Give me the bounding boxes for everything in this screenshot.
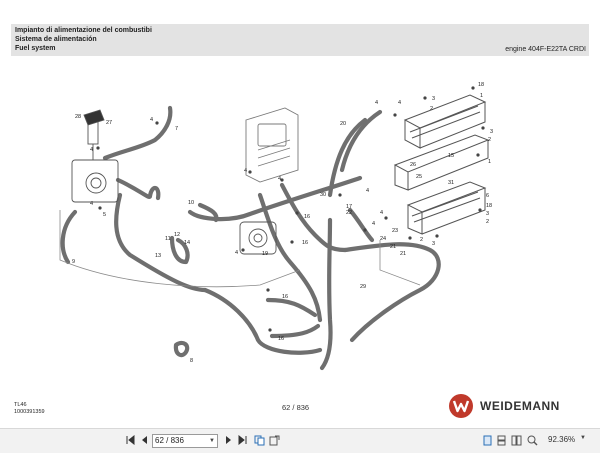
callout-1a: 1 [480,93,483,99]
callout-23: 23 [392,228,398,234]
pdf-page: Impianto di alimentazione del combustibi… [11,24,589,419]
callout-4k: 4 [380,210,383,216]
callout-25: 25 [416,174,422,180]
callout-16c: 16 [282,294,288,300]
callout-2a: 2 [430,106,433,112]
title-english: Fuel system [15,45,56,52]
callout-15: 15 [448,153,454,159]
callout-11: 11 [165,236,171,242]
weidemann-logo-icon [449,394,473,418]
first-page-icon[interactable] [124,434,136,447]
callout-4b: 4 [90,147,93,153]
engine-outline [59,210,421,288]
fuel-hoses [60,105,441,371]
callout-14: 14 [184,240,190,246]
callout-7: 7 [175,126,178,132]
callout-4d: 4 [235,250,238,256]
callout-4g: 4 [375,100,378,106]
page-number: 62 / 836 [282,403,310,412]
single-page-view-icon[interactable] [482,435,492,447]
callout-2b: 2 [488,137,491,143]
callout-31: 31 [448,180,454,186]
copy-page-icon[interactable] [253,435,265,447]
zoom-level[interactable]: 92.36% [548,435,576,444]
callout-20: 20 [340,121,346,127]
two-page-view-icon[interactable] [510,435,522,447]
callout-6: 6 [486,193,489,199]
callout-4a: 4 [150,117,153,123]
callout-1b: 1 [488,159,491,165]
callout-4f: 4 [278,176,281,182]
header-box [11,24,589,56]
callout-26: 26 [410,162,416,168]
engine-model: engine 404F-E22TA CRDI [505,46,586,53]
last-page-icon[interactable] [237,434,249,447]
page-number-input[interactable]: 62 / 836 ▼ [152,434,218,448]
callout-16a: 16 [304,214,310,220]
cooler-bracket [393,134,490,191]
callout-4e: 4 [244,168,247,174]
callout-30: 30 [320,192,326,198]
callout-2c: 2 [486,219,489,225]
callout-17: 17 [346,204,352,210]
next-page-icon[interactable] [224,435,234,447]
zoom-chevron-down-icon[interactable]: ▼ [580,435,586,441]
pdf-toolbar: 62 / 836 ▼ 92.36% ▼ [0,428,600,453]
doc-code-1: TL46 [14,402,27,408]
continuous-view-icon[interactable] [496,435,506,447]
zoom-in-icon[interactable] [526,435,538,447]
title-spanish: Sistema de alimentación [15,36,97,43]
ecu-bracket [245,107,299,183]
callout-4c: 4 [90,201,93,207]
callout-13: 13 [155,253,161,259]
callout-19: 19 [262,251,268,257]
callout-16b: 16 [302,240,308,246]
fuel-cooler-lower [406,181,487,235]
clamps [96,86,485,332]
callout-labels: 28 27 7 4 4 4 5 9 10 11 12 13 14 4 19 4 … [72,82,493,364]
fuel-filter [71,109,119,203]
weidemann-brand: WEIDEMANN [448,393,560,419]
callout-21b: 21 [400,251,406,257]
fuel-system-diagram: 28 27 7 4 4 4 5 9 10 11 12 13 14 4 19 4 … [59,82,493,371]
previous-page-icon[interactable] [139,435,149,447]
pump-assembly [239,221,277,255]
callout-8: 8 [190,358,193,364]
brand-name: WEIDEMANN [480,399,560,413]
callout-5: 5 [103,212,106,218]
callout-22: 22 [346,210,352,216]
export-page-icon[interactable] [268,435,280,447]
fuel-cooler-upper [403,94,487,149]
chevron-down-icon: ▼ [209,438,215,444]
callout-18: 18 [478,82,484,88]
callout-3c: 3 [486,211,489,217]
callout-10: 10 [188,200,194,206]
callout-16d: 16 [278,336,284,342]
callout-4i: 4 [366,188,369,194]
callout-27: 27 [106,120,112,126]
callout-2d: 2 [420,237,423,243]
callout-24: 24 [380,236,386,242]
callout-18b: 18 [486,203,492,209]
doc-code-2: 1000391359 [14,409,45,415]
title-italian: Impianto di alimentazione del combustibi [15,27,152,34]
callout-3a: 3 [432,96,435,102]
page-number-value: 62 / 836 [155,436,184,445]
callout-3d: 3 [432,241,435,247]
callout-4j: 4 [372,221,375,227]
callout-12: 12 [174,232,180,238]
callout-21a: 21 [390,244,396,250]
callout-4h: 4 [398,100,401,106]
callout-29: 29 [360,284,366,290]
callout-9: 9 [72,259,75,265]
callout-28: 28 [75,114,81,120]
callout-3b: 3 [490,129,493,135]
